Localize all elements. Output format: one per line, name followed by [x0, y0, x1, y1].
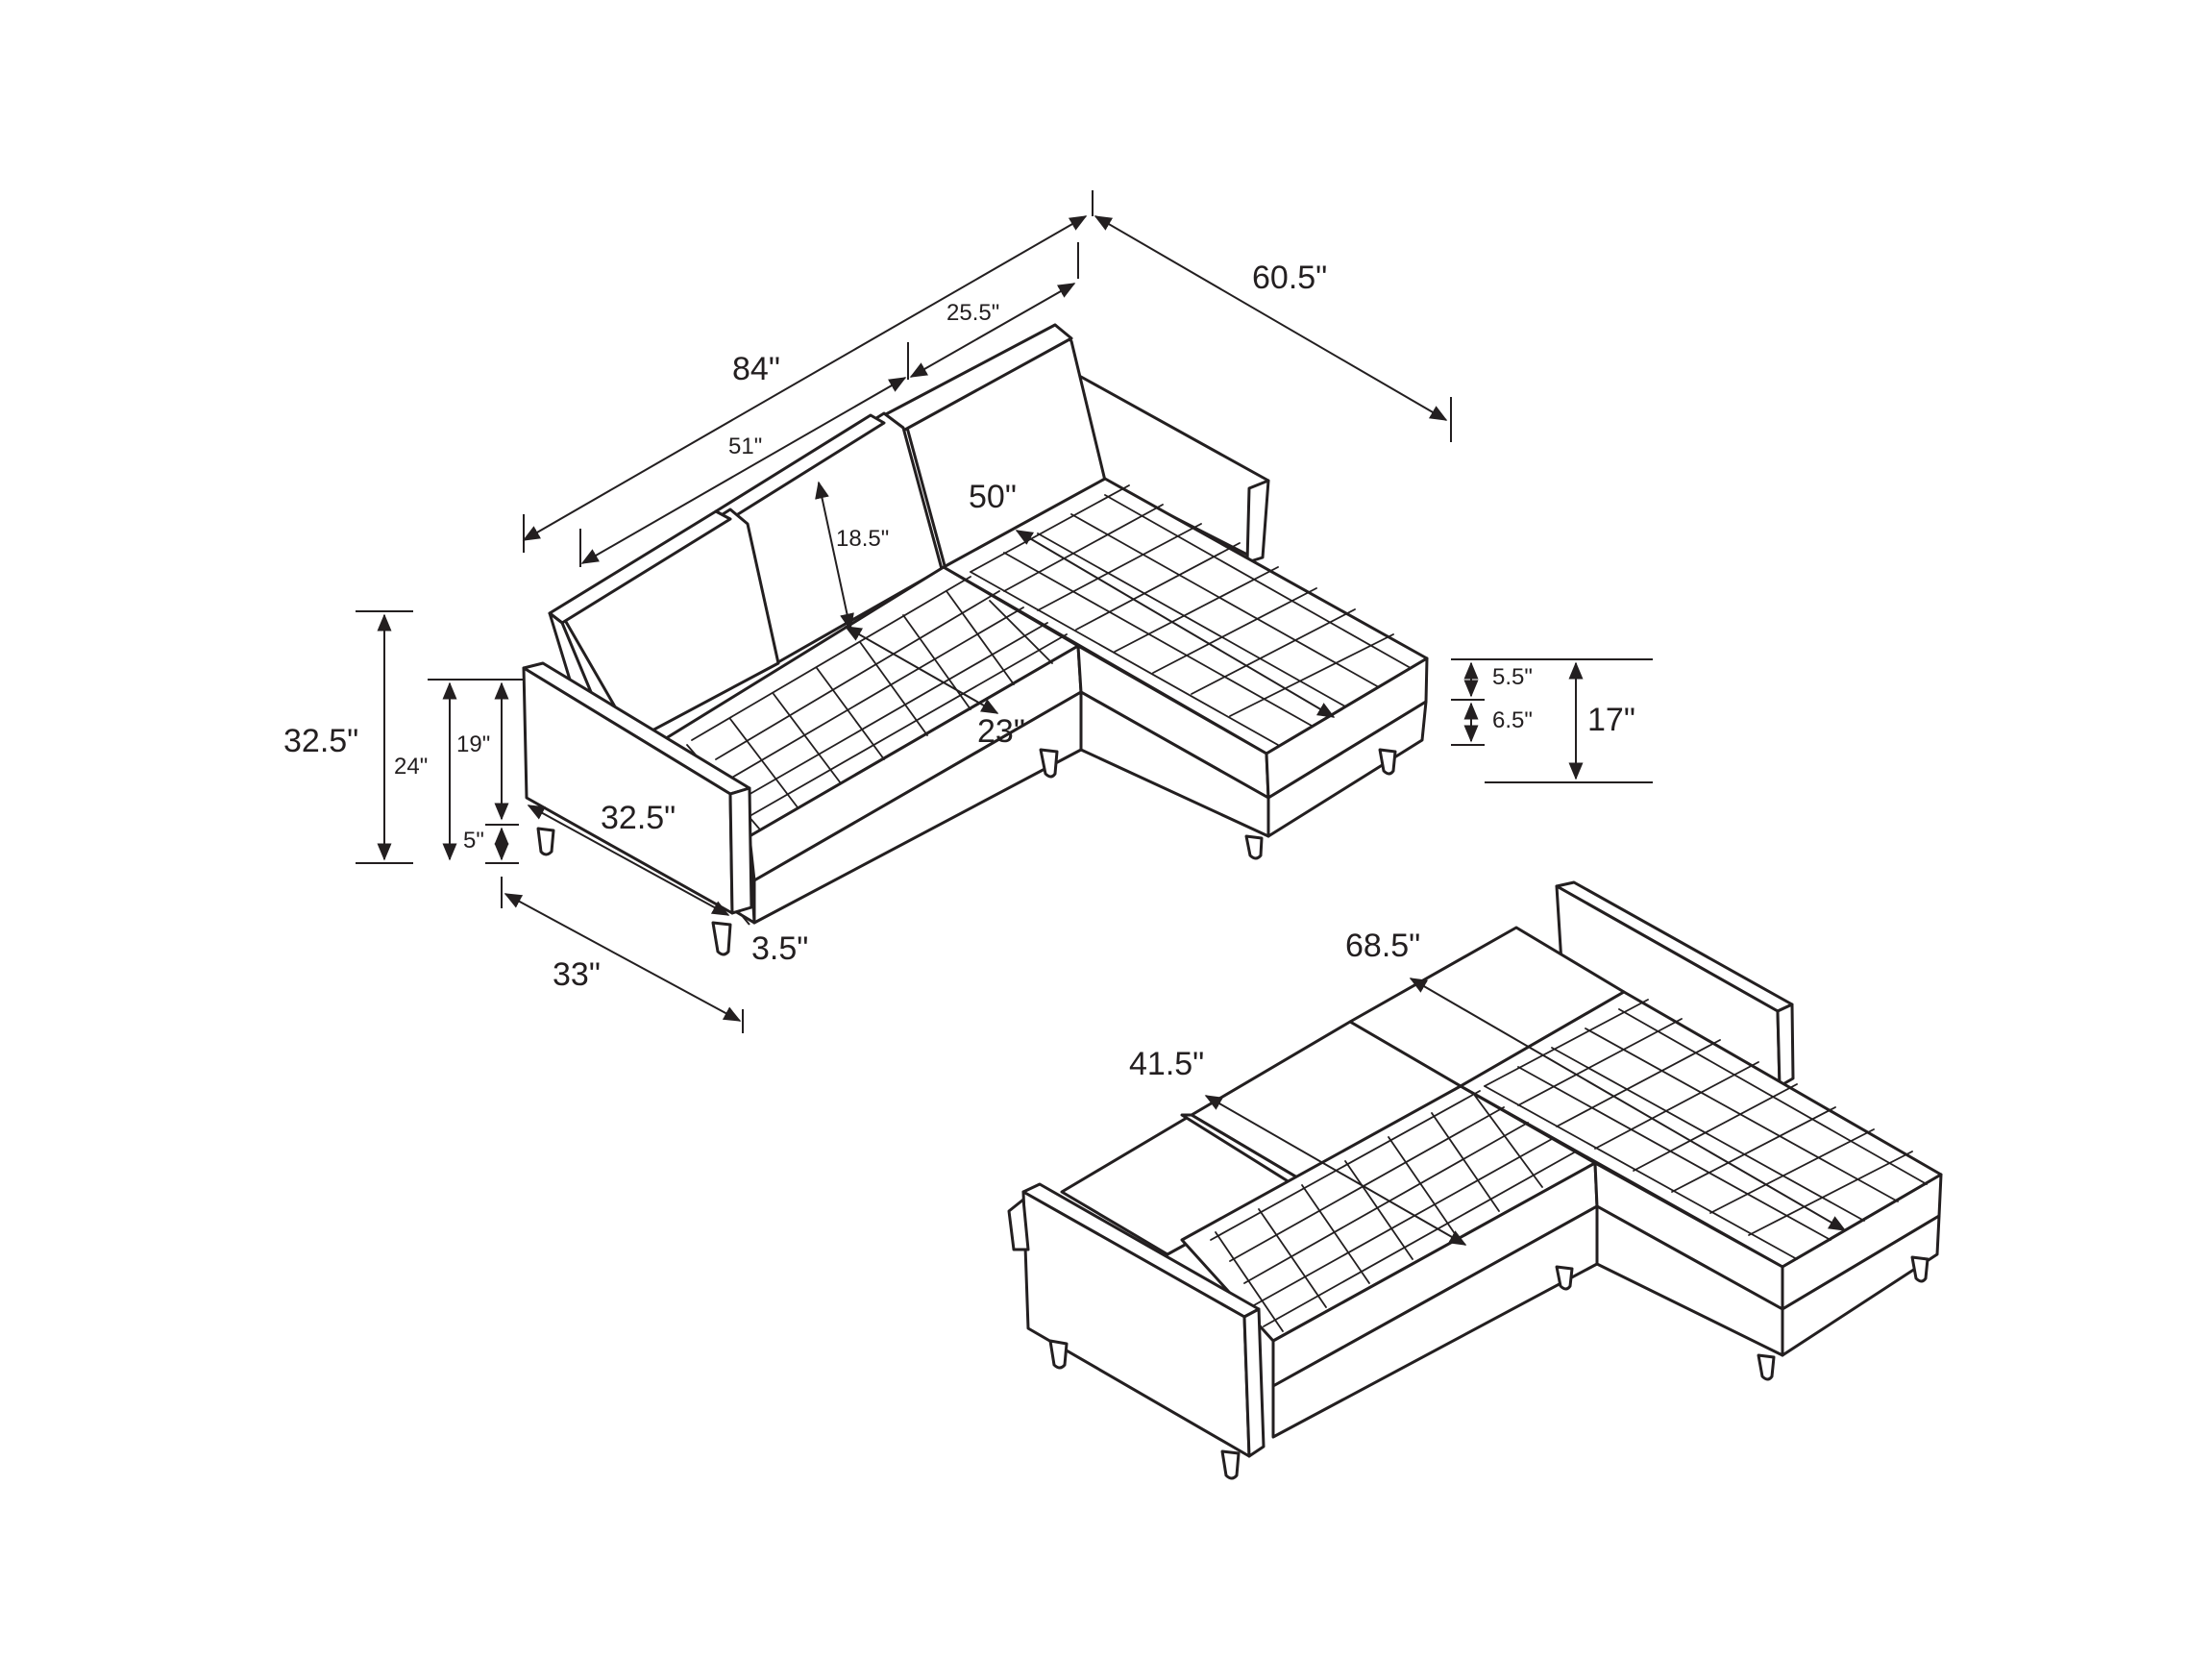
dimension-lines-right [1451, 658, 1653, 783]
label-back-height: 18.5" [836, 526, 889, 552]
label-seat-height: 19" [456, 731, 490, 757]
label-arm-height: 24" [394, 754, 428, 780]
label-cushion-thickness: 5.5" [1492, 664, 1533, 690]
sofa-bed-view [1007, 880, 1943, 1480]
sofa-upright-view [522, 323, 1429, 956]
label-chaise-length: 60.5" [1252, 260, 1327, 296]
dimension-lines-left [356, 610, 750, 1033]
bed-legs [1048, 1255, 1929, 1480]
dimension-labels: 84" 60.5" 25.5" 51" 50" 18.5" 23" 32.5" … [283, 260, 1635, 1082]
label-arm-width: 3.5" [751, 930, 808, 967]
label-overall-height: 32.5" [283, 723, 358, 759]
label-chaise-seat-length: 50" [969, 479, 1017, 515]
bed-width-dimension [1204, 1095, 1467, 1246]
label-chaise-height: 17" [1587, 702, 1635, 738]
label-leg-height: 5" [463, 828, 484, 854]
label-bed-length: 68.5" [1345, 928, 1420, 964]
label-overall-width: 84" [732, 351, 780, 387]
dimension-lines-top [522, 190, 1452, 718]
label-base-height: 6.5" [1492, 707, 1533, 733]
bed-length-dimension [1409, 978, 1847, 1231]
label-chaise-width: 25.5" [946, 300, 999, 326]
label-seat-depth: 23" [977, 713, 1025, 750]
label-bed-width: 41.5" [1129, 1046, 1204, 1082]
label-overall-depth: 33" [553, 956, 601, 993]
label-arm-length: 32.5" [601, 800, 676, 836]
label-loveseat-width: 51" [728, 433, 762, 459]
